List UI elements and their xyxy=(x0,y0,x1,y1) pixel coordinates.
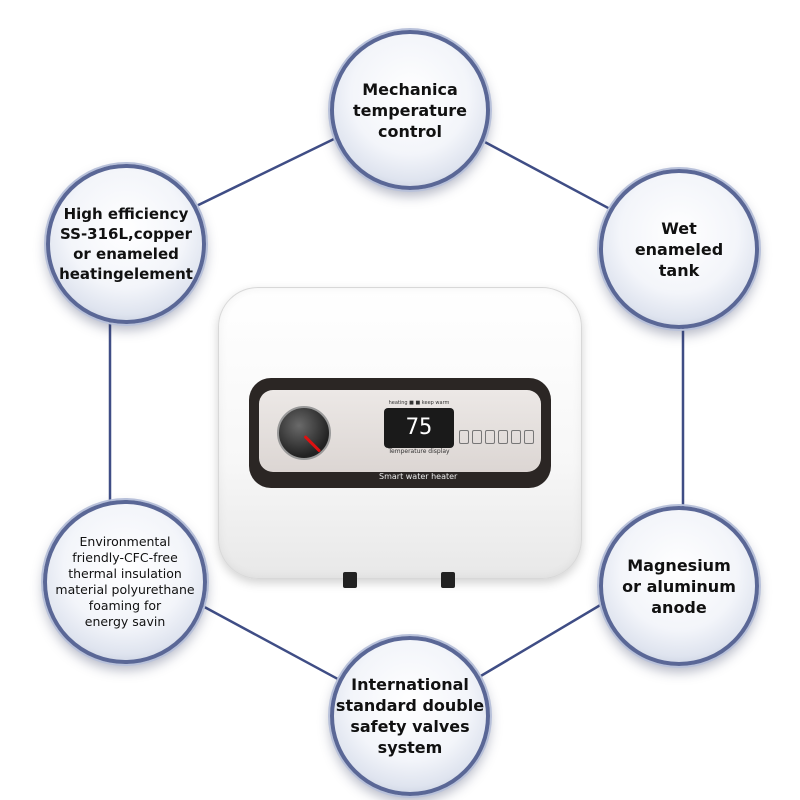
feature-bubble-top-right: Wet enameled tank xyxy=(599,169,759,329)
feature-text-safety-valves: International standard double safety val… xyxy=(335,675,485,757)
feature-bubble-top: Mechanica temperature control xyxy=(330,30,490,190)
temperature-display-label: Temperature display xyxy=(388,448,450,455)
temperature-display: 75 xyxy=(384,408,454,448)
product-label: Smart water heater xyxy=(379,472,458,481)
control-panel: heating ■ ■ keep warm 75 Temperature dis… xyxy=(249,378,551,488)
inlet-pipe xyxy=(343,572,357,588)
indicator-lamp-label: heating ■ ■ keep warm xyxy=(388,400,450,406)
feature-text-tank: Wet enameled tank xyxy=(634,218,724,280)
feature-text-insulation: Environmental friendly-CFC-free thermal … xyxy=(55,534,195,629)
feature-text-temperature-control: Mechanica temperature control xyxy=(353,79,467,141)
function-buttons xyxy=(459,430,535,444)
feature-bubble-top-left: High efficiency SS-316L,copper or enamel… xyxy=(46,164,206,324)
feature-text-heating-element: High efficiency SS-316L,copper or enamel… xyxy=(59,205,193,283)
feature-bubble-bottom: International standard double safety val… xyxy=(330,636,490,796)
feature-text-anode: Magnesium or aluminum anode xyxy=(622,555,736,617)
water-heater-image: heating ■ ■ keep warm 75 Temperature dis… xyxy=(218,287,582,588)
feature-bubble-bottom-left: Environmental friendly-CFC-free thermal … xyxy=(43,500,207,664)
control-panel-face: heating ■ ■ keep warm 75 Temperature dis… xyxy=(259,390,541,472)
feature-bubble-bottom-right: Magnesium or aluminum anode xyxy=(599,506,759,666)
outlet-pipe xyxy=(441,572,455,588)
temperature-knob xyxy=(277,406,331,460)
